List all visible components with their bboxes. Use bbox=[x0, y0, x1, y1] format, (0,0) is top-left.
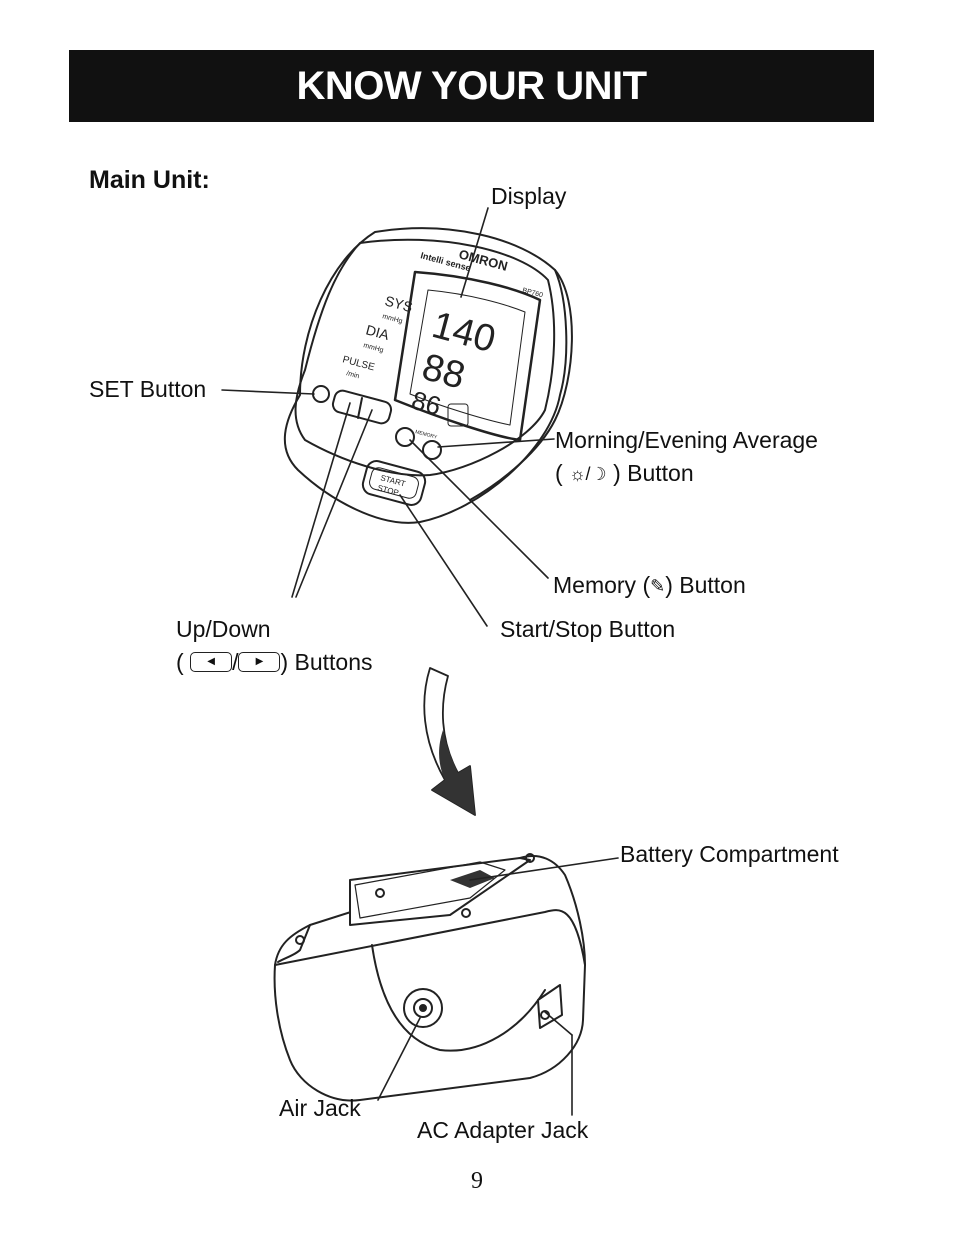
device-rear-view bbox=[273, 853, 586, 1102]
sys-label: SYS bbox=[383, 292, 414, 315]
buttons-suffix: ) Buttons bbox=[280, 649, 373, 675]
air-jack-leader bbox=[377, 1017, 421, 1101]
up-down-label: Up/Down bbox=[176, 616, 271, 642]
page-number: 9 bbox=[471, 1168, 483, 1194]
up-down-label-line2: ( ◀/▶) Buttons bbox=[176, 646, 373, 679]
left-triangle-icon: ◀ bbox=[190, 651, 233, 672]
morning-evening-label-line2: ( ☼/☽ ) Button bbox=[555, 457, 694, 491]
display-label: Display bbox=[491, 183, 567, 209]
start-stop-button-shape bbox=[361, 460, 427, 506]
set-button-label: SET Button bbox=[89, 376, 207, 402]
slash: / bbox=[232, 649, 239, 675]
up-leader bbox=[295, 409, 373, 598]
paren-open: ( bbox=[176, 649, 184, 675]
display-leader bbox=[460, 207, 489, 298]
section-title: Main Unit: bbox=[89, 166, 210, 194]
right-triangle-icon: ▶ bbox=[238, 651, 281, 672]
set-leader bbox=[221, 389, 315, 395]
memory-leader bbox=[409, 439, 549, 579]
memory-text: MEMORY bbox=[414, 429, 438, 441]
pulse-unit: /min bbox=[345, 370, 360, 380]
battery-leader bbox=[469, 857, 619, 881]
ac-adapter-label: AC Adapter Jack bbox=[417, 1117, 589, 1143]
start-stop-leader bbox=[399, 494, 488, 627]
title-bar: KNOW YOUR UNIT bbox=[69, 50, 874, 122]
memory-icon: ✎ bbox=[650, 576, 666, 597]
ac-adapter-jack-shape bbox=[537, 984, 563, 1029]
memory-prefix: Memory ( bbox=[553, 572, 651, 598]
ac-leader-b bbox=[544, 1011, 573, 1036]
air-jack-label: Air Jack bbox=[279, 1095, 361, 1121]
page-title: KNOW YOUR UNIT bbox=[296, 63, 647, 108]
am-pm-button-shape bbox=[422, 440, 442, 460]
down-leader bbox=[291, 402, 351, 598]
memory-suffix: ) Button bbox=[665, 572, 746, 598]
button-suffix: ) Button bbox=[613, 460, 694, 486]
battery-label: Battery Compartment bbox=[620, 841, 839, 867]
up-down-buttons-shape bbox=[331, 389, 393, 425]
memory-label: Memory (✎) Button bbox=[553, 569, 746, 603]
memory-button-shape bbox=[395, 427, 415, 447]
morning-evening-label: Morning/Evening Average bbox=[555, 427, 818, 453]
paren-open: ( bbox=[555, 460, 563, 486]
sun-moon-icon: ☼/☽ bbox=[569, 464, 607, 485]
start-stop-label: Start/Stop Button bbox=[500, 616, 676, 642]
am-pm-leader bbox=[437, 438, 555, 448]
dia-label: DIA bbox=[364, 321, 391, 343]
